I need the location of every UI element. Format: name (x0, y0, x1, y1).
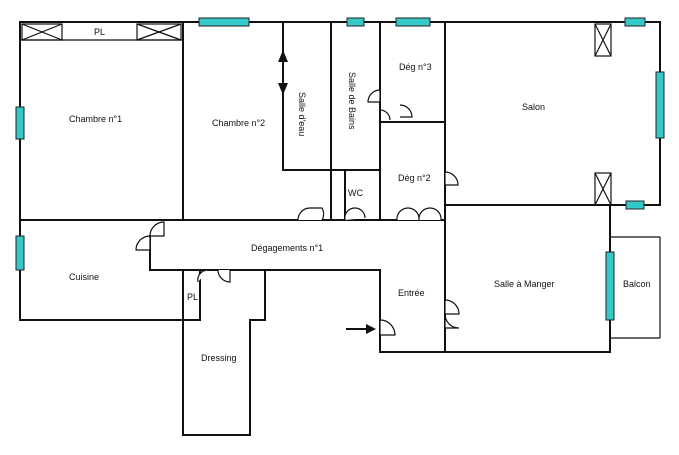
room-label-deg-3: Dég n°3 (399, 62, 432, 72)
room-label-chambre-1: Chambre n°1 (69, 114, 122, 124)
room-label-degagements-1: Dégagements n°1 (251, 243, 323, 253)
room-label-deg-2: Dég n°2 (398, 173, 431, 183)
room-label-salle-bains: Salle de Bains (347, 72, 357, 130)
room-label-balcon: Balcon (623, 279, 651, 289)
window (346, 17, 365, 27)
room-label-dressing: Dressing (201, 353, 237, 363)
room-label-salon: Salon (522, 102, 545, 112)
room-label-cuisine: Cuisine (69, 272, 99, 282)
window (15, 235, 25, 271)
windows (15, 17, 665, 321)
window (655, 71, 665, 139)
window (15, 106, 25, 140)
room-label-salle-eau: Salle d'eau (297, 92, 307, 136)
room-labels: PL Chambre n°1 Chambre n°2 Salle d'eau S… (69, 27, 651, 363)
room-label-pl-top: PL (94, 27, 105, 37)
room-label-chambre-2: Chambre n°2 (212, 118, 265, 128)
room-label-entree: Entrée (398, 288, 425, 298)
walls (19, 21, 661, 436)
vent-crosses (21, 23, 612, 206)
room-label-salle-manger: Salle à Manger (494, 279, 555, 289)
entry-arrow-icon (346, 324, 376, 334)
doors (135, 89, 460, 336)
window (624, 17, 646, 27)
window (395, 17, 431, 27)
room-label-pl-bottom: PL (187, 292, 198, 302)
double-arrow-icon (278, 50, 288, 95)
window (605, 251, 615, 321)
window (625, 200, 645, 210)
window (198, 17, 250, 27)
room-label-wc: WC (348, 188, 363, 198)
